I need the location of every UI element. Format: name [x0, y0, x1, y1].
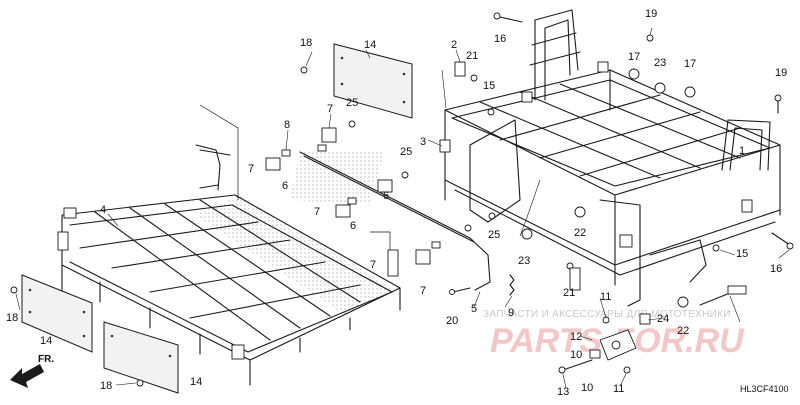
- diagram-code: HL3CF4100: [740, 384, 789, 394]
- callout-5[interactable]: 5: [471, 303, 477, 315]
- callout-7[interactable]: 7: [327, 103, 333, 115]
- callout-25[interactable]: 25: [488, 229, 500, 241]
- callout-22[interactable]: 22: [677, 325, 689, 337]
- callout-7[interactable]: 7: [248, 163, 254, 175]
- callout-7[interactable]: 7: [420, 285, 426, 297]
- callout-2[interactable]: 2: [451, 39, 457, 51]
- center-rod: [265, 120, 515, 296]
- callout-14[interactable]: 14: [190, 376, 202, 388]
- leader-lines: [15, 27, 790, 389]
- front-direction-arrow: FR.: [10, 354, 54, 388]
- callout-6[interactable]: 6: [350, 220, 356, 232]
- callout-21[interactable]: 21: [563, 287, 575, 299]
- callout-24[interactable]: 24: [657, 313, 669, 325]
- callout-22[interactable]: 22: [574, 227, 586, 239]
- callout-17[interactable]: 17: [684, 58, 696, 70]
- callout-19[interactable]: 19: [645, 8, 657, 20]
- callout-6[interactable]: 6: [282, 180, 288, 192]
- callout-8[interactable]: 8: [284, 119, 290, 131]
- callout-23[interactable]: 23: [518, 255, 530, 267]
- front-direction-label: FR.: [38, 354, 54, 365]
- main-frame: [10, 9, 794, 387]
- callout-21[interactable]: 21: [466, 50, 478, 62]
- watermark-tagline: ЗАПЧАСТИ И АКСЕССУАРЫ ДЛЯ МОТОТЕХНИКИ: [483, 309, 731, 320]
- callout-1[interactable]: 1: [739, 145, 745, 157]
- callout-labels: 18 14 2 21 16 19 17 23 17 19 15 7 25 8 3…: [6, 8, 787, 398]
- callout-25[interactable]: 25: [400, 146, 412, 158]
- callout-12[interactable]: 12: [570, 331, 582, 343]
- side-panel-bottom: [103, 321, 179, 394]
- callout-11[interactable]: 11: [613, 383, 624, 395]
- callout-7[interactable]: 7: [314, 206, 320, 218]
- callout-16[interactable]: 16: [770, 263, 782, 275]
- side-panel-left: [21, 274, 93, 353]
- callout-7[interactable]: 7: [370, 259, 376, 271]
- callout-11[interactable]: 11: [600, 291, 611, 303]
- callout-10[interactable]: 10: [570, 349, 582, 361]
- callout-18[interactable]: 18: [300, 37, 312, 49]
- callout-14[interactable]: 14: [40, 335, 52, 347]
- callout-17[interactable]: 17: [628, 51, 640, 63]
- callout-18[interactable]: 18: [6, 312, 18, 324]
- callout-20[interactable]: 20: [446, 315, 458, 327]
- side-panel-top: [333, 43, 413, 119]
- callout-25[interactable]: 25: [346, 97, 358, 109]
- callout-10[interactable]: 10: [581, 382, 593, 394]
- callout-15[interactable]: 15: [736, 248, 748, 260]
- callout-6[interactable]: 6: [383, 190, 389, 202]
- callout-14[interactable]: 14: [364, 39, 376, 51]
- callout-9[interactable]: 9: [508, 307, 514, 319]
- callout-18[interactable]: 18: [100, 380, 112, 392]
- lower-bed-frame: [57, 104, 401, 386]
- callout-23[interactable]: 23: [654, 57, 666, 69]
- callout-19[interactable]: 19: [775, 67, 787, 79]
- callout-3[interactable]: 3: [420, 136, 426, 148]
- callout-15[interactable]: 15: [483, 80, 495, 92]
- callout-13[interactable]: 13: [557, 386, 569, 398]
- callout-4[interactable]: 4: [100, 204, 106, 216]
- callout-16[interactable]: 16: [494, 33, 506, 45]
